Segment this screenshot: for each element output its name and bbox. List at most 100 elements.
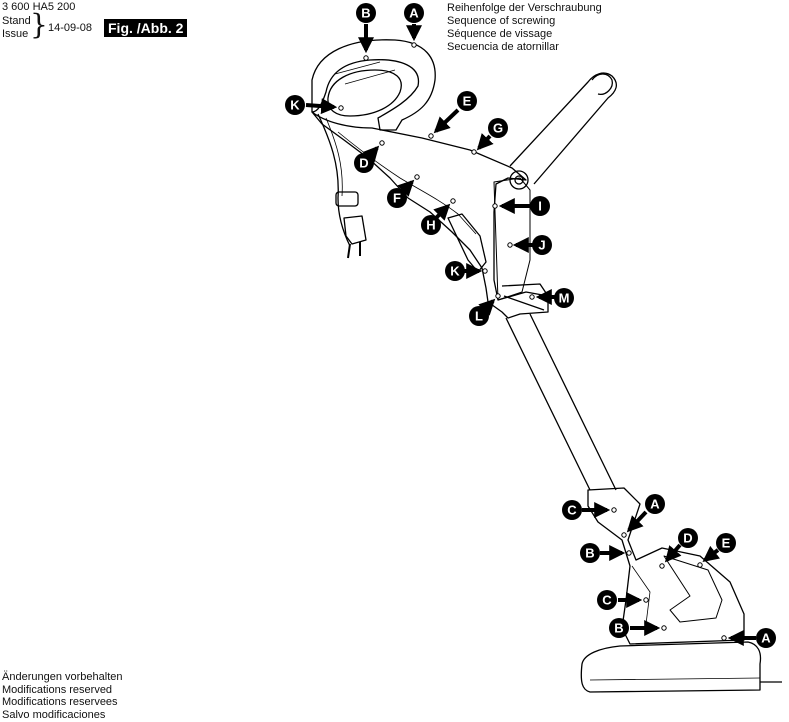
screw-hole bbox=[482, 268, 488, 274]
screwing-sequence-title: Reihenfolge der Verschraubung Sequence o… bbox=[447, 2, 602, 54]
top-handle-inner-opening bbox=[327, 69, 402, 117]
screw-hole bbox=[626, 550, 632, 556]
callout-letter: D bbox=[359, 156, 368, 171]
callout-badge bbox=[356, 3, 376, 23]
callout-j: J bbox=[532, 235, 552, 255]
callout-arrow bbox=[433, 203, 451, 221]
callout-letter: E bbox=[722, 536, 731, 551]
callout-letter: D bbox=[683, 531, 692, 546]
callout-letter: A bbox=[761, 631, 771, 646]
callout-i: I bbox=[530, 196, 550, 216]
screw-hole bbox=[495, 293, 501, 299]
callout-badge bbox=[756, 628, 776, 648]
screw-hole bbox=[529, 294, 535, 300]
callout-e: E bbox=[457, 91, 477, 111]
screw-hole bbox=[621, 532, 627, 538]
callout-arrow bbox=[664, 543, 682, 563]
callout-letter: F bbox=[393, 191, 401, 206]
screw-hole bbox=[661, 625, 667, 631]
auxiliary-handle-knob bbox=[509, 170, 529, 190]
modifications-notice: Änderungen vorbehalten Modifications res… bbox=[2, 671, 122, 721]
callout-a: A bbox=[756, 628, 776, 648]
motor-housing-upper bbox=[311, 111, 549, 319]
screw-hole bbox=[414, 174, 420, 180]
callout-letter: G bbox=[493, 121, 503, 136]
callout-b: B bbox=[356, 3, 376, 23]
screw-hole bbox=[643, 597, 649, 603]
callout-m: M bbox=[554, 288, 574, 308]
callout-letter: B bbox=[614, 621, 623, 636]
footer-line-fr: Modifications reservees bbox=[2, 696, 118, 708]
callout-badge bbox=[580, 543, 600, 563]
screw-hole bbox=[611, 507, 617, 513]
callout-badge bbox=[421, 215, 441, 235]
callout-letter: K bbox=[450, 264, 460, 279]
callout-letter: K bbox=[290, 98, 300, 113]
callout-letter: C bbox=[567, 503, 577, 518]
callout-e: E bbox=[716, 533, 736, 553]
mains-plug-pins bbox=[347, 242, 361, 259]
callout-b: B bbox=[609, 618, 629, 638]
issue-label: Issue bbox=[2, 28, 29, 40]
callout-badge bbox=[532, 235, 552, 255]
callout-badge bbox=[445, 261, 465, 281]
footer-line-de: Änderungen vorbehalten bbox=[2, 671, 123, 683]
callout-letter: J bbox=[538, 238, 545, 253]
screw-hole bbox=[492, 203, 498, 209]
lower-housing-vent bbox=[663, 555, 723, 623]
screw-hole bbox=[507, 242, 513, 248]
brace-symbol: } bbox=[30, 8, 48, 41]
power-cord-inner bbox=[325, 117, 343, 197]
callout-letter: B bbox=[361, 6, 370, 21]
lower-motor-housing bbox=[587, 487, 745, 645]
cutting-guard-rim bbox=[589, 677, 761, 681]
callout-letter: C bbox=[602, 593, 612, 608]
part-number: 3 600 HA5 200 bbox=[2, 1, 76, 13]
screw-hole bbox=[379, 140, 385, 146]
callout-letter: I bbox=[538, 199, 542, 214]
top-handle-outline bbox=[311, 39, 436, 131]
callout-arrow bbox=[476, 133, 494, 151]
callout-badge bbox=[645, 494, 665, 514]
callout-a: A bbox=[645, 494, 665, 514]
callout-badge bbox=[488, 118, 508, 138]
stand-label: Stand bbox=[2, 15, 31, 27]
callout-badge bbox=[554, 288, 574, 308]
callout-k: K bbox=[285, 95, 305, 115]
callout-l: L bbox=[469, 306, 489, 326]
callout-badge bbox=[387, 188, 407, 208]
callout-g: G bbox=[488, 118, 508, 138]
sequence-line-es: Secuencia de atornillar bbox=[447, 41, 559, 53]
footer-line-es: Salvo modificaciones bbox=[2, 708, 106, 721]
callout-a: A bbox=[404, 3, 424, 23]
figure-label: Fig. /Abb. 2 bbox=[104, 19, 188, 37]
callout-arrow bbox=[702, 545, 721, 562]
callout-badge bbox=[678, 528, 698, 548]
callout-arrow bbox=[626, 510, 648, 533]
callout-badge bbox=[404, 3, 424, 23]
callout-letter: M bbox=[559, 291, 570, 306]
screw-hole bbox=[659, 563, 665, 569]
sequence-line-en: Sequence of screwing bbox=[447, 15, 556, 27]
callout-letter: E bbox=[463, 94, 472, 109]
screw-hole bbox=[428, 133, 434, 139]
callout-letter: B bbox=[585, 546, 594, 561]
callout-b: B bbox=[580, 543, 600, 563]
callout-letter: A bbox=[409, 6, 419, 21]
callout-badge bbox=[469, 306, 489, 326]
handle-grip-inset bbox=[334, 61, 396, 85]
callout-h: H bbox=[421, 215, 441, 235]
callout-d: D bbox=[354, 153, 374, 173]
callout-arrow bbox=[305, 98, 338, 115]
callout-letter: H bbox=[426, 218, 435, 233]
screw-hole bbox=[363, 55, 369, 61]
callout-badge bbox=[716, 533, 736, 553]
power-cord bbox=[317, 113, 351, 247]
screw-hole bbox=[411, 42, 417, 48]
housing-seam-line bbox=[337, 131, 477, 235]
sequence-line-fr: Séquence de vissage bbox=[447, 28, 553, 40]
callout-badge bbox=[354, 153, 374, 173]
trimmer-shaft bbox=[505, 313, 617, 491]
callout-arrow bbox=[397, 179, 415, 197]
